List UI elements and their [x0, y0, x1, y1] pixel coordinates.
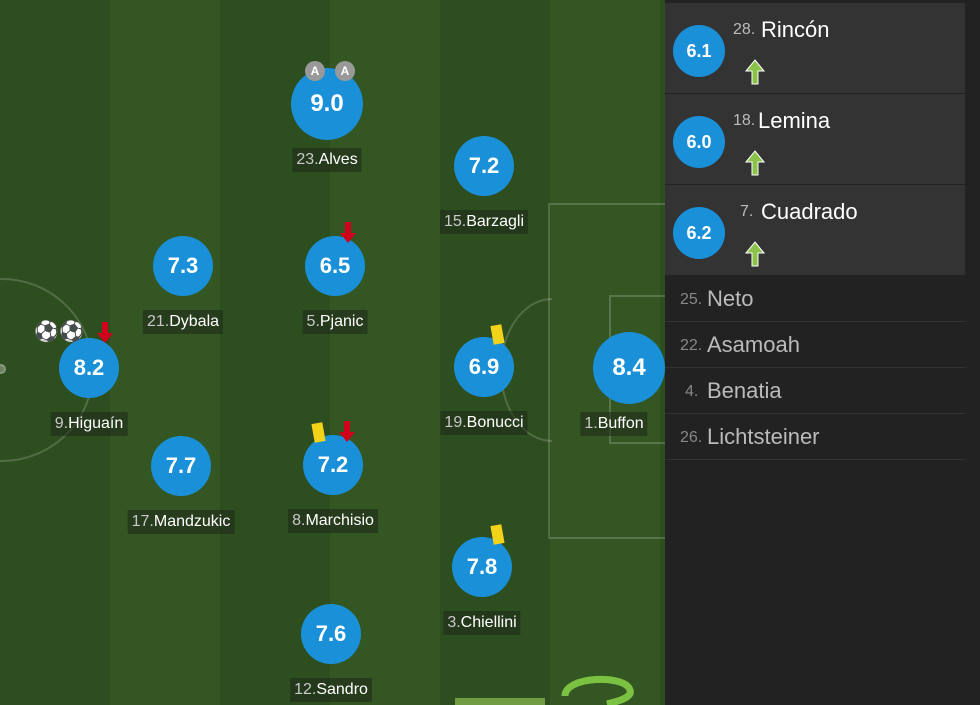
player-rating: 7.2 — [303, 435, 363, 495]
player-rating: 7.2 — [454, 136, 514, 196]
yellow-card-icon — [490, 324, 505, 345]
center-spot — [0, 364, 6, 374]
whoscored-logo-icon — [455, 675, 634, 705]
player-name-label: 8.Marchisio — [288, 509, 378, 533]
bench-panel: 6.1 28. Rincón 6.0 18. Lemina 6.2 7. Cua… — [665, 0, 980, 705]
sub-off-arrow-icon — [97, 322, 113, 343]
player-name-label: 23.Alves — [292, 148, 362, 172]
player-number: 7. — [740, 203, 754, 220]
player-name: Benatia — [707, 378, 782, 403]
player-name-label: 3.Chiellini — [443, 611, 521, 635]
goal-icon: ⚽ — [59, 321, 84, 343]
player-rating: 6.5 — [305, 236, 365, 296]
reserve-neto[interactable]: 25. Neto — [665, 276, 965, 322]
pitch: 8.2 9.Higuaín ⚽ ⚽ 7.3 21.Dybala 7.7 17.M… — [0, 0, 665, 705]
sub-off-arrow-icon — [340, 222, 356, 243]
player-rating: 7.8 — [452, 537, 512, 597]
goal-icon: ⚽ — [34, 321, 59, 343]
player-number: 25. — [680, 291, 703, 308]
player-number: 26. — [680, 429, 703, 446]
substitute-cuadrado[interactable]: 6.2 7. Cuadrado — [665, 185, 965, 276]
player-name: Neto — [707, 286, 754, 311]
assist-badge: A — [335, 61, 355, 81]
player-name-label: 9.Higuaín — [50, 412, 128, 436]
player-number: 18. — [733, 112, 756, 129]
sub-on-arrow-icon — [745, 150, 765, 176]
substitute-rincon[interactable]: 6.1 28. Rincón — [665, 3, 965, 94]
sub-on-arrow-icon — [745, 59, 765, 85]
player-name-label: 17.Mandzukic — [127, 510, 235, 534]
player-name: Lichtsteiner — [707, 424, 820, 449]
player-rating: 6.0 — [673, 116, 725, 168]
player-name-label: 5.Pjanic — [302, 310, 368, 334]
player-name-label: 15.Barzagli — [439, 210, 529, 234]
player-rating: 7.7 — [151, 436, 211, 496]
reserve-asamoah[interactable]: 22. Asamoah — [665, 322, 965, 368]
reserve-benatia[interactable]: 4. Benatia — [665, 368, 965, 414]
yellow-card-icon — [490, 524, 505, 545]
player-rating: 8.2 — [59, 338, 119, 398]
player-name: Rincón — [761, 17, 830, 42]
player-number: 4. — [685, 383, 699, 400]
reserve-lichtsteiner[interactable]: 26. Lichtsteiner — [665, 414, 965, 460]
player-name-label: 12.Sandro — [290, 678, 372, 702]
sub-on-arrow-icon — [745, 241, 765, 267]
player-number: 22. — [680, 337, 703, 354]
assist-badge: A — [305, 61, 325, 81]
player-rating: 6.9 — [454, 337, 514, 397]
player-number: 28. — [733, 21, 756, 38]
substitute-lemina[interactable]: 6.0 18. Lemina — [665, 94, 965, 185]
player-name: Asamoah — [707, 332, 800, 357]
player-rating: 6.1 — [673, 25, 725, 77]
player-name-label: 1.Buffon — [580, 412, 648, 436]
player-rating: 9.0 — [291, 68, 363, 140]
yellow-card-icon — [311, 422, 326, 443]
player-rating: 8.4 — [593, 332, 665, 404]
player-rating: 6.2 — [673, 207, 725, 259]
player-name-label: 21.Dybala — [142, 310, 224, 334]
player-name: Lemina — [758, 108, 831, 133]
player-name: Cuadrado — [761, 199, 858, 224]
player-name-label: 19.Bonucci — [440, 411, 528, 435]
player-rating: 7.6 — [301, 604, 361, 664]
sub-off-arrow-icon — [339, 421, 355, 442]
player-rating: 7.3 — [153, 236, 213, 296]
